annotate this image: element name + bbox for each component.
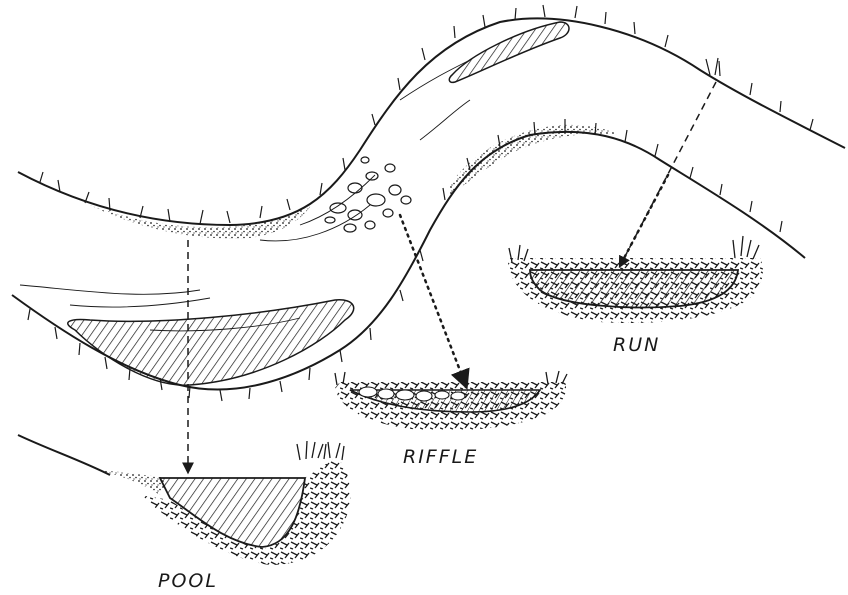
pool-bank-line <box>18 435 110 475</box>
riffle-label: RIFFLE <box>403 446 478 468</box>
upper-sand-bar <box>449 22 569 82</box>
stippled-bank-deposit <box>90 200 315 239</box>
pool-grass-tuft <box>297 441 344 460</box>
pool-label: POOL <box>158 570 218 592</box>
stippled-inner-bank <box>450 125 620 195</box>
riffle-arrow <box>400 215 466 386</box>
run-arrow-dotted-end <box>622 175 668 262</box>
upper-bank-grass <box>40 5 813 224</box>
upper-bank-line <box>18 19 845 225</box>
riffle-rocks <box>325 157 411 232</box>
run-cross-section <box>508 236 763 323</box>
stream-plan-view <box>12 5 845 401</box>
run-label: RUN <box>613 334 660 356</box>
pool-cross-section <box>18 435 350 565</box>
riffle-cross-section <box>335 371 567 430</box>
lower-sand-bar <box>68 300 354 385</box>
